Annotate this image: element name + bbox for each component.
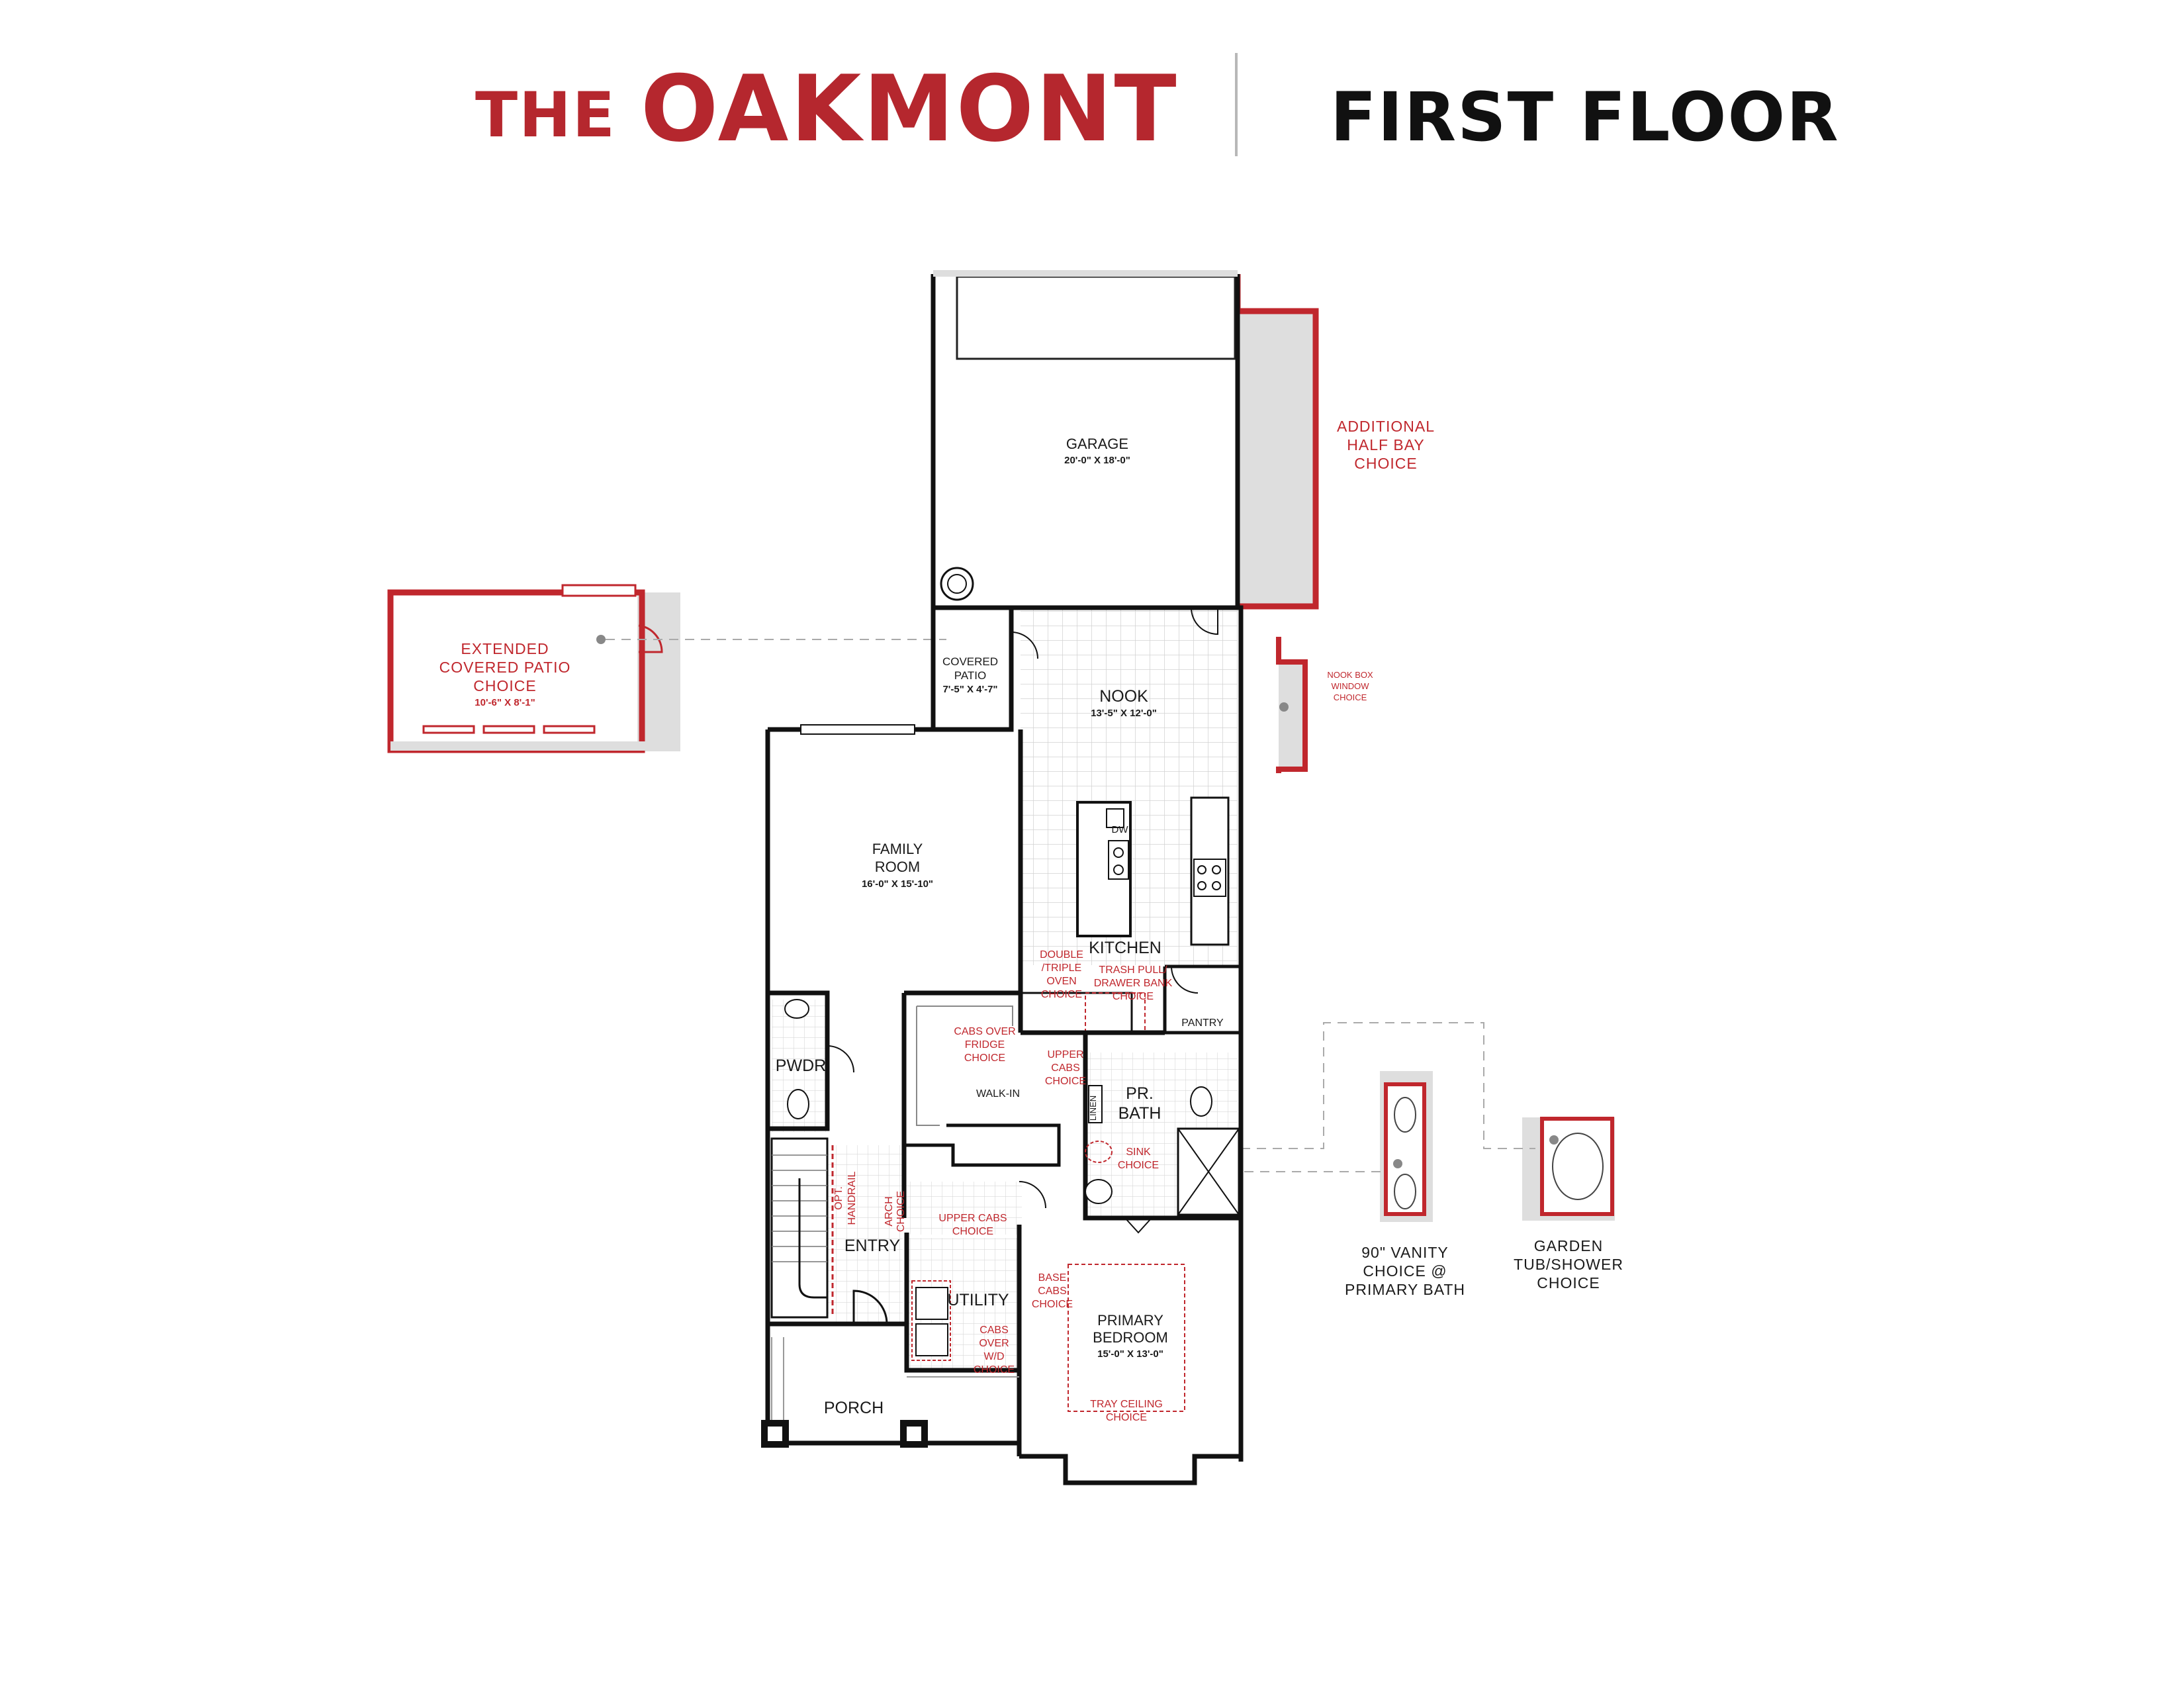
floor-label: FIRST FLOOR	[1330, 78, 1840, 157]
linen-label: LINEN	[1088, 1096, 1098, 1121]
pwdr-sink	[784, 999, 809, 1019]
garden-tub-label-2: TUB/SHOWER	[1514, 1256, 1623, 1273]
trash-pull-label-3: CHOICE	[1113, 991, 1154, 1002]
trash-pull-label-1: TRASH PULL/	[1099, 964, 1167, 976]
half-bay-label-3: CHOICE	[1354, 455, 1417, 472]
cabs-wd-label-1: CABS	[979, 1325, 1009, 1336]
utility-label: UTILITY	[947, 1291, 1009, 1309]
upper-cabs-utility-label-2: CHOICE	[952, 1226, 993, 1237]
cabs-fridge-label-3: CHOICE	[964, 1053, 1005, 1064]
dryer	[915, 1323, 948, 1356]
nook-label: NOOK	[1099, 687, 1148, 706]
double-oven-label-2: /TRIPLE	[1042, 962, 1081, 974]
covered-patio-label-2: PATIO	[954, 669, 987, 682]
base-cabs-label-1: BASE	[1038, 1272, 1067, 1284]
tray-ceiling-label-1: TRAY CEILING	[1090, 1399, 1163, 1410]
half-bay-label-2: HALF BAY	[1347, 436, 1425, 453]
garage-dims: 20'-0" X 18'-0"	[1064, 455, 1130, 466]
nook-box-option	[1279, 662, 1305, 769]
half-bay-label-1: ADDITIONAL	[1337, 418, 1435, 435]
powder-label: PWDR	[776, 1056, 826, 1075]
sink-choice-label-2: CHOICE	[1118, 1160, 1159, 1171]
kitchen-label: KITCHEN	[1089, 939, 1161, 957]
cabs-wd-label-4: CHOICE	[974, 1364, 1015, 1376]
base-cabs-label-2: CABS	[1038, 1286, 1067, 1297]
opt-handrail-label-2: HANDRAIL	[846, 1171, 858, 1225]
cabs-wd-label-2: OVER	[979, 1338, 1009, 1349]
range	[1190, 796, 1230, 946]
kitchen-island	[1076, 801, 1132, 937]
double-oven-label-1: DOUBLE	[1040, 949, 1083, 961]
double-oven-label-3: OVEN	[1046, 976, 1076, 987]
nook-box-label-1: NOOK BOX	[1327, 670, 1373, 680]
tray-ceiling-label-2: CHOICE	[1106, 1412, 1147, 1423]
entry-label: ENTRY	[844, 1237, 901, 1255]
plan-name: OAKMONT	[641, 56, 1179, 162]
family-room-label-2: ROOM	[875, 859, 920, 875]
nook-box-label-2: WINDOW	[1331, 681, 1369, 691]
garage-label: GARAGE	[1066, 436, 1128, 452]
upper-cabs-kitchen-label-3: CHOICE	[1045, 1076, 1086, 1087]
nook-box-label-3: CHOICE	[1334, 692, 1367, 702]
pwdr-toilet	[787, 1089, 809, 1119]
garden-tub-label-3: CHOICE	[1537, 1274, 1600, 1291]
primary-bedroom-label-2: BEDROOM	[1093, 1329, 1168, 1346]
porch-label: PORCH	[824, 1399, 884, 1417]
sink-choice-label-1: SINK	[1126, 1147, 1151, 1158]
upper-cabs-utility-label-1: UPPER CABS	[938, 1213, 1007, 1224]
entry-tile	[827, 1145, 903, 1325]
vanity-label-3: PRIMARY BATH	[1345, 1281, 1465, 1298]
arch-choice-label-2: CHOICE	[895, 1191, 907, 1232]
half-bay-option	[1238, 311, 1316, 606]
bath-sink	[1085, 1179, 1113, 1204]
covered-patio-dims: 7'-5" X 4'-7"	[942, 684, 997, 695]
hall-tile	[903, 1182, 1022, 1235]
upper-cabs-kitchen-label-2: CABS	[1051, 1062, 1080, 1074]
dishwasher-label: DW	[1112, 824, 1129, 835]
upper-cabs-kitchen-label-1: UPPER	[1047, 1049, 1083, 1060]
cabs-fridge-label-1: CABS OVER	[954, 1026, 1015, 1037]
primary-bedroom-label-1: PRIMARY	[1097, 1312, 1163, 1329]
double-oven-label-4: CHOICE	[1041, 989, 1082, 1000]
garage-door	[956, 275, 1236, 360]
washer	[915, 1287, 948, 1320]
vanity-label-2: CHOICE @	[1363, 1262, 1447, 1280]
nook-dims: 13'-5" X 12'-0"	[1091, 708, 1157, 719]
garden-tub-label-1: GARDEN	[1534, 1237, 1603, 1254]
trash-pull-label-2: DRAWER BANK	[1094, 978, 1173, 989]
family-room-label-1: FAMILY	[872, 841, 923, 857]
extended-patio-dims: 10'-6" X 8'-1"	[475, 697, 535, 708]
cabs-wd-label-3: W/D	[983, 1351, 1004, 1362]
walk-in-label: WALK-IN	[976, 1088, 1020, 1100]
extended-patio-label-1: EXTENDED	[461, 640, 549, 657]
primary-bath-label-2: BATH	[1118, 1104, 1161, 1123]
base-cabs-label-3: CHOICE	[1032, 1299, 1073, 1310]
pantry-label: PANTRY	[1181, 1017, 1224, 1029]
family-room-dims: 16'-0" X 15'-10"	[862, 878, 933, 890]
extended-patio-label-2: COVERED PATIO	[439, 659, 571, 676]
bath-toilet	[1190, 1086, 1212, 1117]
primary-bedroom-dims: 15'-0" X 13'-0"	[1097, 1348, 1163, 1360]
opt-handrail-label-1: OPT.	[833, 1186, 844, 1210]
covered-patio-label-1: COVERED	[942, 655, 998, 668]
primary-bath-label-1: PR.	[1126, 1084, 1154, 1103]
title-prefix: THE	[475, 79, 617, 152]
cabs-fridge-label-2: FRIDGE	[965, 1039, 1005, 1051]
extended-patio-label-3: CHOICE	[473, 677, 536, 694]
title-divider	[1235, 53, 1238, 156]
arch-choice-label-1: ARCH	[884, 1196, 895, 1226]
vanity-label-1: 90" VANITY	[1361, 1244, 1449, 1261]
tray-ceiling	[1068, 1264, 1185, 1412]
